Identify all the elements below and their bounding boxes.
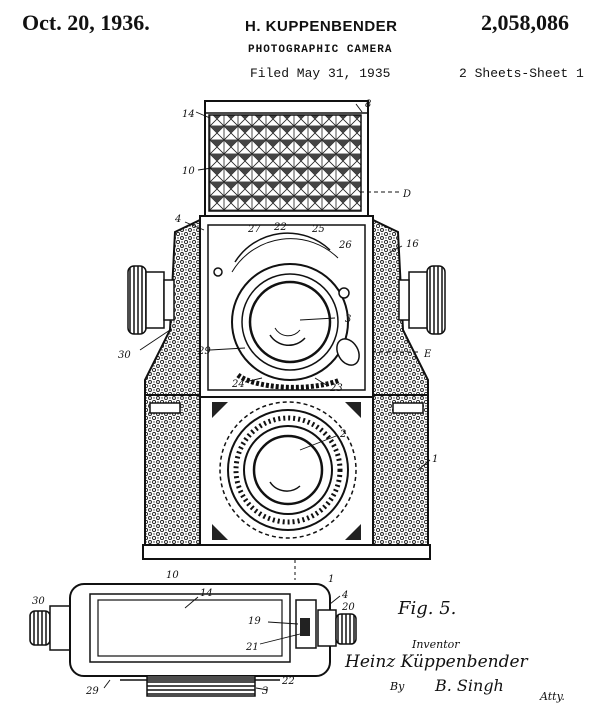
label-25: 25 — [311, 224, 325, 235]
bottom-label-1: 1 — [328, 574, 334, 585]
sheet-count: 2 Sheets-Sheet 1 — [459, 66, 584, 81]
filed-date: Filed May 31, 1935 — [250, 66, 391, 81]
label-29: 29 — [197, 346, 211, 357]
label-8: 8 — [365, 99, 371, 110]
bottom-label-30: 30 — [32, 596, 45, 607]
label-1: 1 — [432, 454, 438, 465]
patent-title: PHOTOGRAPHIC CAMERA — [248, 44, 393, 56]
bottom-label-4: 4 — [341, 590, 348, 601]
bottom-label-21: 21 — [245, 642, 259, 653]
label-30: 30 — [118, 350, 131, 361]
inventor-role-label: Inventor — [412, 638, 460, 651]
top-view-figure — [29, 560, 357, 697]
viewing-lens-assembly — [212, 401, 361, 540]
attorney-label: Atty. — [540, 690, 565, 703]
bottom-label-14: 14 — [200, 588, 213, 599]
label-E: E — [423, 349, 432, 360]
label-16: 16 — [406, 239, 419, 250]
label-4: 4 — [174, 214, 181, 225]
patent-number: 2,058,086 — [481, 10, 569, 35]
label-26: 26 — [338, 240, 352, 251]
bottom-label-20: 20 — [341, 602, 355, 613]
label-2: 2 — [339, 429, 346, 440]
label-23: 23 — [329, 383, 343, 394]
patent-date: Oct. 20, 1936. — [22, 10, 150, 35]
by-label: By — [390, 680, 405, 693]
label-3: 3 — [345, 314, 351, 325]
figure-caption: Fig. 5. — [398, 598, 457, 619]
leader-lines — [139, 103, 431, 471]
label-D: D — [402, 189, 411, 200]
side-knobs — [127, 265, 446, 335]
label-14: 14 — [182, 109, 195, 120]
label-27: 27 — [247, 224, 261, 235]
label-24: 24 — [231, 379, 245, 390]
inventor-signature: Heinz Küppenbender — [345, 652, 528, 672]
attorney-signature: B. Singh — [435, 676, 504, 695]
bottom-label-3: 3 — [262, 686, 268, 697]
bottom-label-10: 10 — [166, 570, 179, 581]
bottom-label-22: 22 — [281, 676, 295, 687]
inventor-name: H. KUPPENBENDER — [245, 18, 398, 35]
label-10: 10 — [182, 166, 195, 177]
bottom-label-29: 29 — [85, 686, 99, 697]
finder-hood — [204, 100, 369, 217]
taking-lens-assembly — [207, 224, 366, 391]
bottom-label-19: 19 — [248, 616, 261, 627]
label-22: 22 — [273, 222, 287, 233]
bottom-leader-lines — [103, 595, 341, 691]
